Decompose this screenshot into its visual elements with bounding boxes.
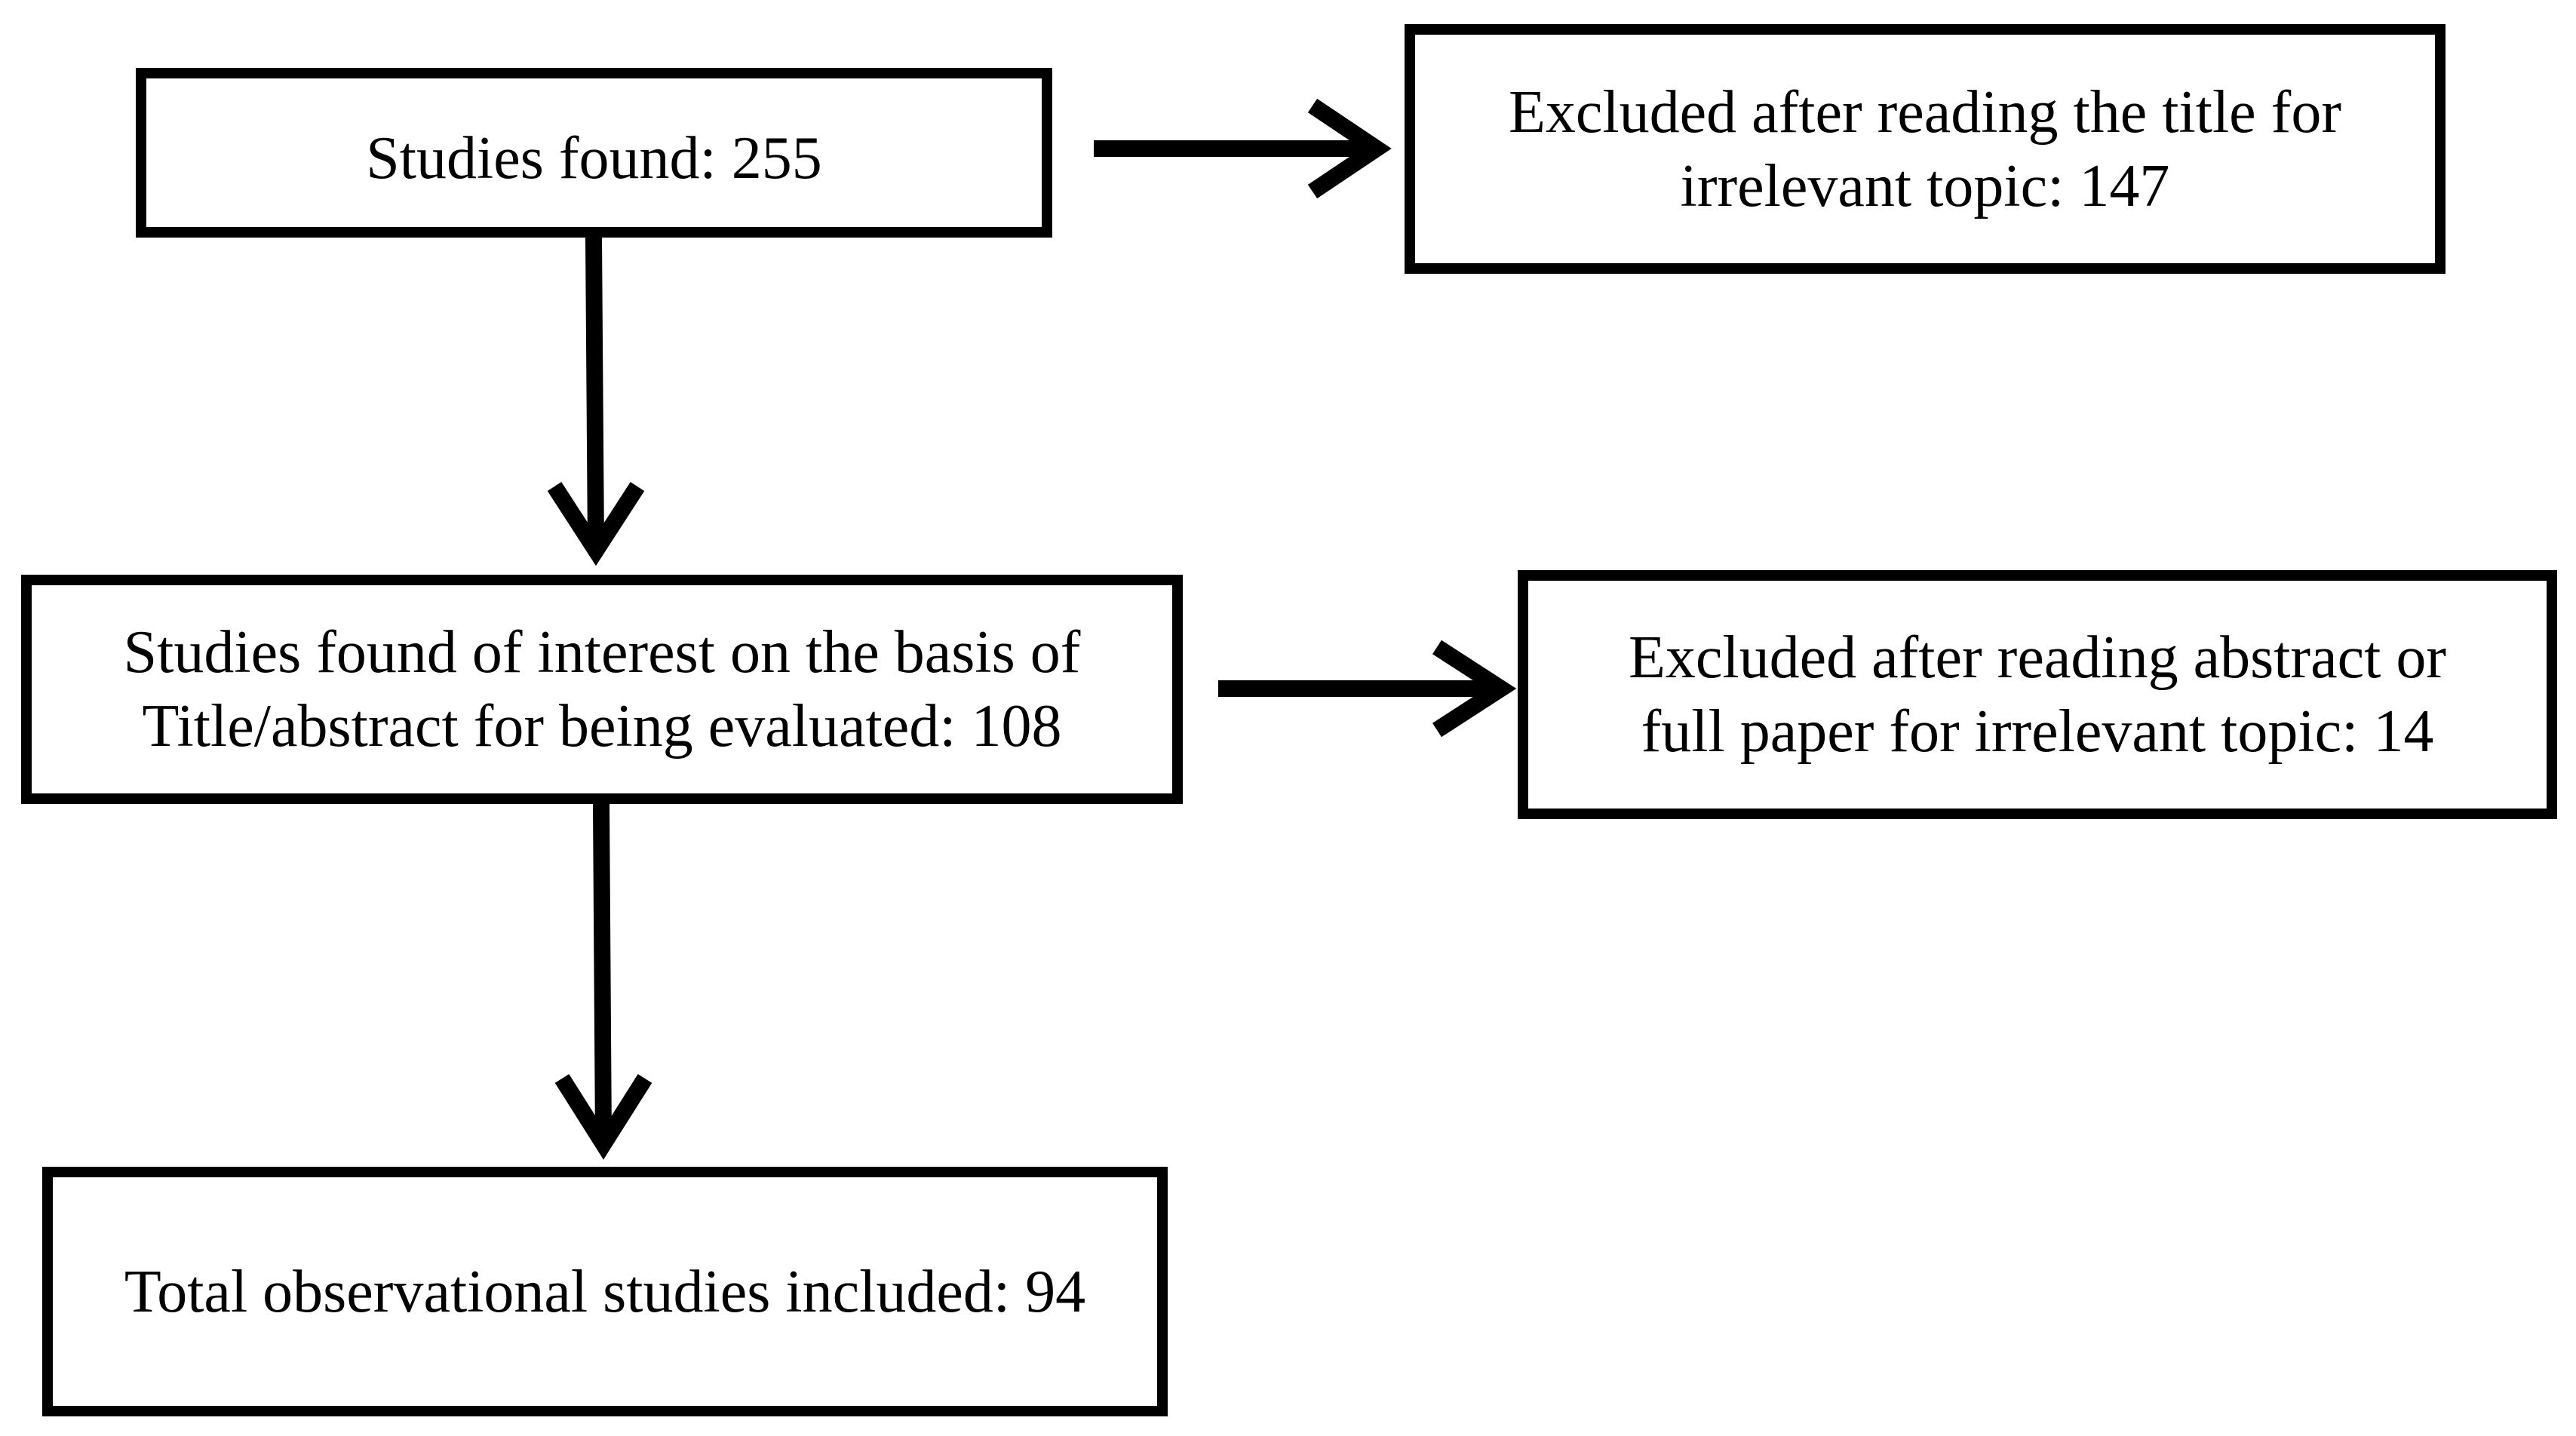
excluded-abstract-box: Excluded after reading abstract or full … [1518,570,2557,819]
total-included-box: Total observational studies included: 94 [42,1167,1168,1416]
arrow-interest-to-total [554,803,652,1160]
studies-of-interest-box: Studies found of interest on the basis o… [21,575,1183,804]
studies-found-text: Studies found: 255 [366,124,822,192]
excluded-abstract-text-line-1: Excluded after reading abstract or [1629,624,2446,691]
excluded-abstract-text-line-2: full paper for irrelevant topic: 14 [1641,698,2434,765]
studies-found-box: Studies found: 255 [136,68,1052,238]
excluded-title-box: Excluded after reading the title for irr… [1405,24,2446,274]
excluded-title-text-line-1: Excluded after reading the title for [1509,78,2341,146]
studies-of-interest-text-line-2: Title/abstract for being evaluated: 108 [142,693,1062,759]
arrow-found-to-interest [547,237,645,566]
arrow-found-to-excluded-title [1094,98,1392,199]
total-included-text: Total observational studies included: 94 [124,1258,1086,1325]
studies-of-interest-text-line-1: Studies found of interest on the basis o… [123,619,1081,686]
excluded-title-text-line-2: irrelevant topic: 147 [1680,152,2170,219]
arrow-interest-to-excluded-abstract [1218,640,1517,738]
